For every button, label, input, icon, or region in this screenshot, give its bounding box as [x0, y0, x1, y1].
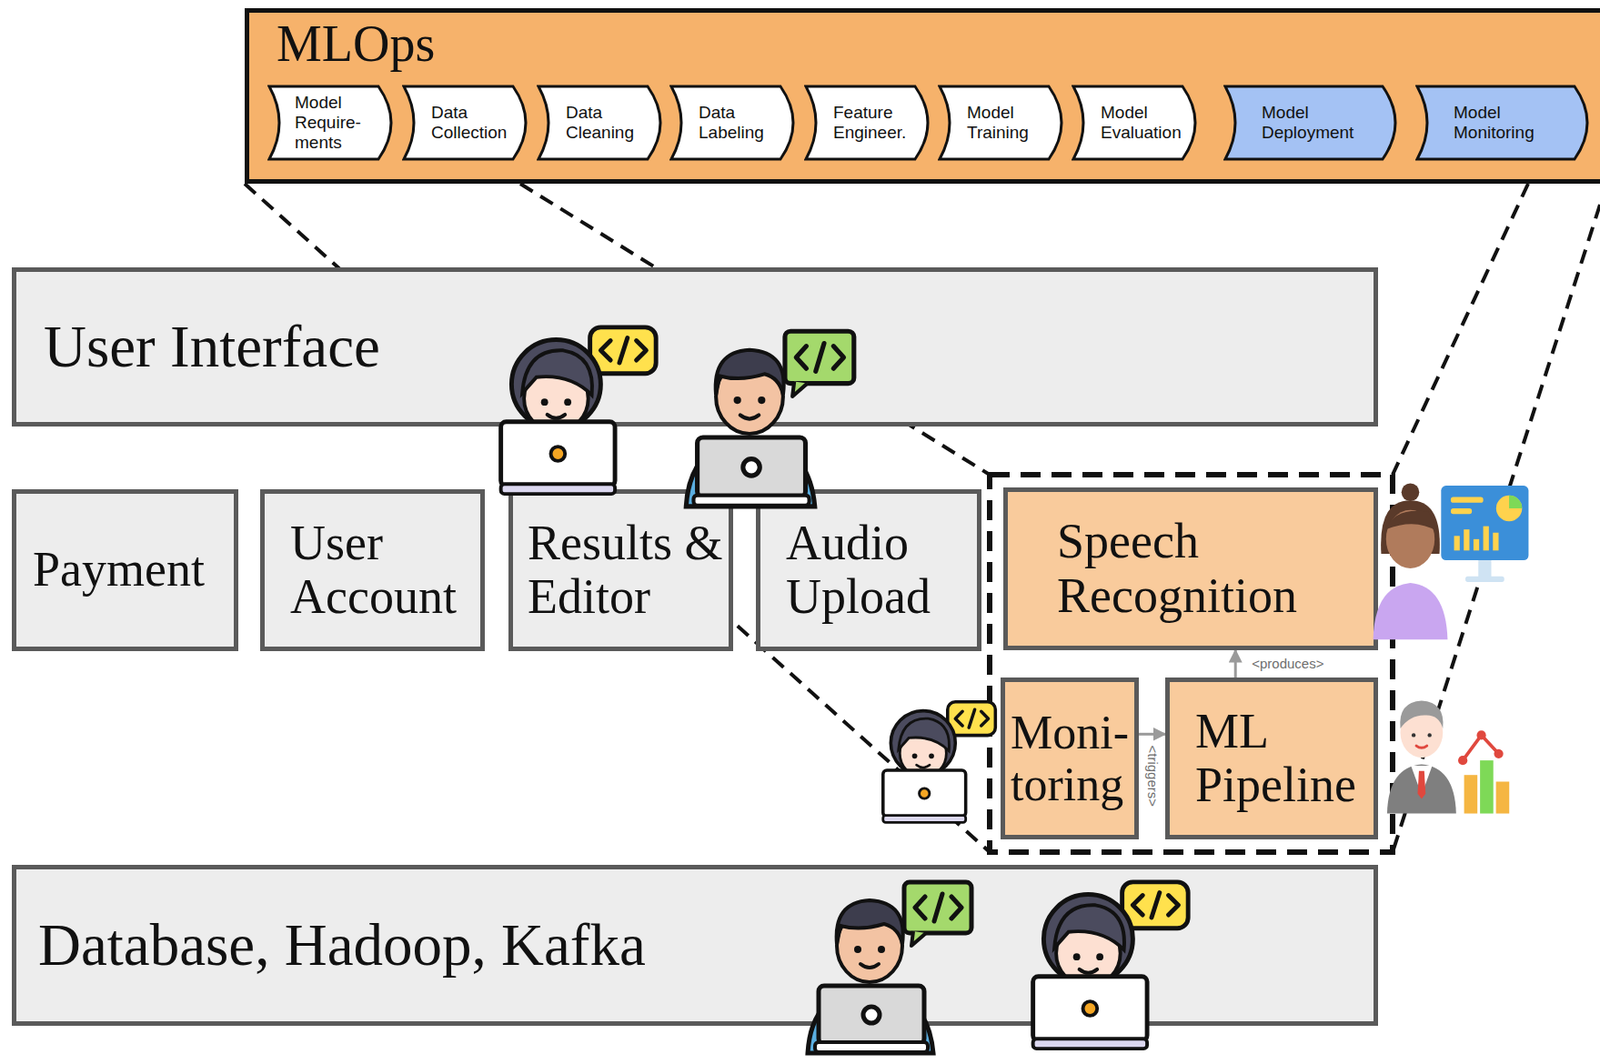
- chevron-outline: [1073, 86, 1196, 160]
- chevron-outline: [403, 86, 526, 160]
- edge-label: <produces>: [1249, 656, 1326, 673]
- component-label: Results & Editor: [527, 516, 724, 625]
- component-box: User Interface: [11, 267, 1379, 427]
- component-box: Audio Upload: [755, 489, 982, 652]
- band-title: MLOps: [276, 16, 1600, 73]
- component-label: User Account: [290, 516, 475, 625]
- component-label: ML Pipeline: [1195, 704, 1369, 814]
- pipeline-step: Model Training: [937, 84, 1077, 162]
- step-label: Model Evaluation: [1100, 102, 1187, 143]
- component-box: Payment: [11, 489, 239, 652]
- component-box: ML Pipeline: [1165, 677, 1379, 840]
- component-label: Speech Recognition: [1056, 514, 1369, 624]
- component-label: Audio Upload: [785, 516, 972, 625]
- chevron-outline: [1225, 86, 1396, 160]
- pipeline-step: Model Evaluation: [1071, 84, 1210, 162]
- pipeline-band: Model Require- ments Data Collection Data …: [244, 8, 1600, 184]
- chevron-outline: [805, 86, 928, 160]
- pipeline-step: Data Labeling: [669, 84, 808, 162]
- developer-icon: [807, 882, 972, 1054]
- chevron-outline: [269, 86, 392, 160]
- step-label: Model Deployment: [1261, 102, 1387, 143]
- pipeline-step: Model Require- ments: [267, 84, 406, 162]
- developer-icon: [1033, 882, 1189, 1049]
- step-label: Data Collection: [431, 102, 517, 143]
- component-box: Speech Recognition: [1003, 487, 1379, 651]
- chevron-outline: [671, 86, 794, 160]
- component-box: Moni- toring: [1000, 677, 1139, 840]
- flow-arrow: [1138, 733, 1166, 736]
- step-label: Data Cleaning: [565, 102, 652, 143]
- step-label: Data Labeling: [698, 102, 785, 143]
- edge-label: <triggers>: [1144, 743, 1160, 809]
- pipeline-step: Model Monitoring: [1415, 84, 1600, 162]
- chevron-outline: [939, 86, 1062, 160]
- component-box: Results & Editor: [508, 489, 734, 652]
- manager-icon: [1387, 700, 1510, 814]
- chevron-outline: [1417, 86, 1588, 160]
- developer-icon: [501, 327, 657, 494]
- data-scientist-icon: [1373, 483, 1530, 640]
- step-label: Model Monitoring: [1453, 102, 1579, 143]
- step-label: Model Training: [966, 102, 1053, 143]
- chevron-outline: [538, 86, 661, 160]
- zoom-line: [1392, 183, 1529, 475]
- component-label: Moni- toring: [1010, 706, 1129, 811]
- component-box: User Account: [260, 489, 485, 652]
- flow-arrow: [1234, 650, 1238, 678]
- zoom-line: [1392, 204, 1600, 853]
- developer-icon: [883, 702, 997, 824]
- pipeline-step: Feature Engineer.: [804, 84, 943, 162]
- step-label: Feature Engineer.: [833, 102, 919, 143]
- pipeline-step: Data Collection: [402, 84, 541, 162]
- ml-component-frame: [989, 474, 1393, 853]
- component-box: Database, Hadoop, Kafka: [11, 865, 1379, 1027]
- pipeline-step: Data Cleaning: [536, 84, 675, 162]
- developer-icon: [685, 331, 855, 507]
- component-label: User Interface: [43, 314, 381, 381]
- pipeline-step: Model Deployment: [1223, 84, 1410, 162]
- component-label: Database, Hadoop, Kafka: [38, 913, 646, 979]
- step-label: Model Require- ments: [294, 92, 383, 153]
- component-label: Payment: [32, 543, 205, 597]
